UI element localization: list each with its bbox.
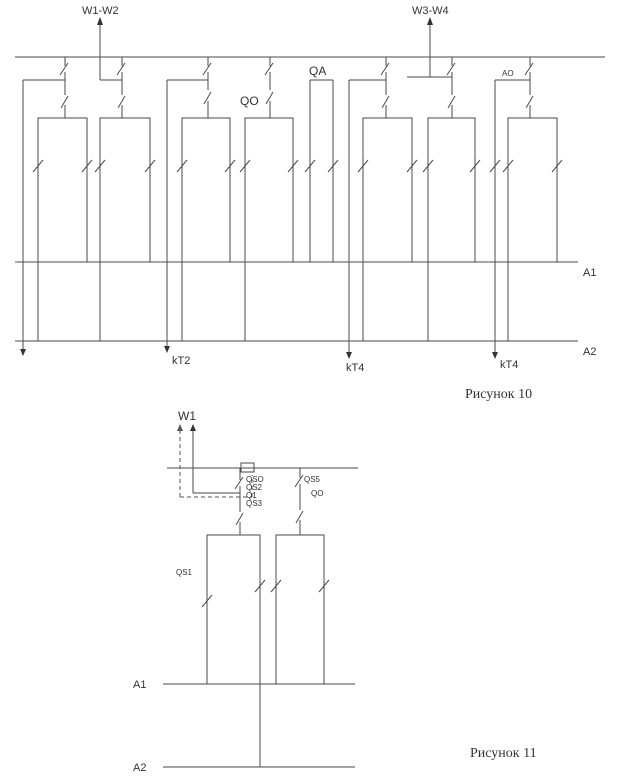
fig10-kt-label: kT4 [346, 362, 364, 374]
fig10-kt-label: kT2 [172, 355, 190, 367]
fig10-feeder-left-label: W1-W2 [82, 5, 119, 17]
fig10-feeder-right-label: W3-W4 [412, 5, 449, 17]
fig10-kt-branches [164, 79, 498, 359]
fig10-qo-label: QO [240, 94, 259, 108]
fig11-right-switches [294, 468, 304, 535]
fig11-bus-a2-label: A2 [133, 762, 146, 774]
fig11-qo-label: QO [311, 489, 323, 498]
fig10-kt-label: kT4 [500, 359, 518, 371]
fig11-switch-label: Q1 [246, 491, 257, 500]
fig11-qs1-label: QS1 [176, 568, 193, 577]
figure-10: W1-W2 W3-W4 QO QA AO A1 A2 kT2 kT4 kT4 Р… [15, 5, 605, 402]
fig11-bays [201, 534, 330, 767]
fig11-caption: Рисунок 11 [470, 746, 537, 761]
figure-11: W1 QSO QS2 Q1 QS3 QS5 QO QS1 A1 A2 Рисун… [133, 409, 537, 774]
fig10-feeder-w1-w2 [97, 17, 122, 81]
fig10-qa-label: QA [309, 64, 326, 78]
fig11-switch-label: QSO [246, 475, 264, 484]
fig10-ao-label: AO [502, 69, 514, 78]
fig10-bus-a2-label: A2 [583, 346, 596, 358]
fig11-feeder-label: W1 [178, 409, 196, 423]
fig11-switch-label: QS2 [246, 483, 263, 492]
fig11-qs5-label: QS5 [304, 475, 321, 484]
fig10-left-branch [20, 79, 65, 356]
fig10-feeder-w3-w4 [407, 17, 452, 78]
fig11-switch-label: QS3 [246, 499, 263, 508]
fig10-caption: Рисунок 10 [465, 387, 532, 402]
fig10-switches [59, 57, 534, 262]
fig11-bus-a1-label: A1 [133, 679, 146, 691]
fig11-feeder-w1 [177, 424, 255, 498]
fig10-bays [32, 117, 563, 341]
fig11-left-switches [234, 468, 244, 535]
fig10-bus-a1-label: A1 [583, 267, 596, 279]
